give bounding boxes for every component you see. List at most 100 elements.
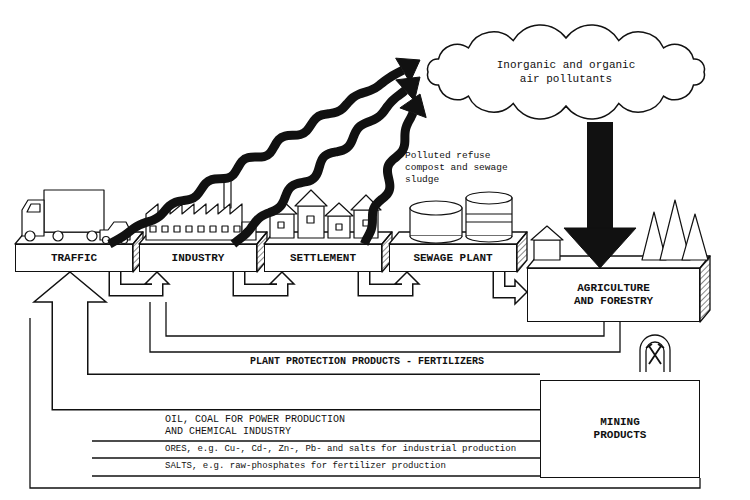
- roof: [531, 226, 563, 240]
- band-line: [92, 475, 540, 476]
- tank-top: [410, 201, 462, 215]
- node-label: AGRICULTURE AND FORESTRY: [569, 282, 659, 308]
- arrow-outline: [499, 272, 515, 292]
- cloud-shape: [428, 25, 705, 119]
- wheel: [25, 231, 35, 241]
- arrow-body: [499, 272, 517, 292]
- arrow-head: [396, 77, 420, 101]
- arrow-shaft: [587, 122, 613, 229]
- source-box: TRAFFIC: [15, 244, 133, 272]
- arrow-head: [145, 272, 169, 284]
- tank-base: [410, 236, 462, 243]
- node-label: MINING PRODUCTS: [585, 416, 655, 442]
- source-box: INDUSTRY: [139, 244, 257, 272]
- band-label: ORES, e.g. Cu-, Cd-, Zn-, Pb- and salts …: [165, 444, 545, 455]
- arrow-shaft: [109, 70, 402, 244]
- house: [328, 216, 350, 238]
- supply-arrow: [34, 272, 540, 392]
- arrow-head: [564, 228, 636, 268]
- pollutant-cloud: Inorganic and organic air pollutants: [420, 22, 712, 122]
- slab-side: [700, 256, 710, 322]
- supply-box: MINING PRODUCTS: [540, 380, 700, 478]
- window: [234, 226, 240, 232]
- input-note: Polluted refuse compost and sewage sludg…: [405, 150, 517, 186]
- arrow-head: [400, 94, 426, 118]
- frame-line: [30, 318, 700, 488]
- window: [186, 226, 192, 232]
- roof: [351, 195, 381, 210]
- band-line: [92, 457, 540, 458]
- source-box: SEWAGE PLANT: [389, 244, 517, 272]
- window: [336, 224, 342, 230]
- window: [222, 226, 228, 232]
- node-label: SETTLEMENT: [290, 252, 356, 265]
- wheel: [103, 237, 110, 244]
- tool-head: [646, 344, 664, 348]
- arrow-body: [239, 272, 282, 290]
- arrow-head: [395, 272, 419, 284]
- industry-drawing: [146, 176, 256, 240]
- settlement-drawing: [267, 190, 381, 238]
- window: [198, 226, 204, 232]
- band-label: PLANT PROTECTION PRODUCTS - FERTILIZERS: [250, 356, 510, 368]
- wheel: [121, 237, 128, 244]
- factory-hall: [146, 204, 242, 240]
- node-label: INDUSTRY: [172, 252, 225, 265]
- tunnel-arch: [640, 335, 670, 372]
- flow-arrow: [364, 272, 419, 290]
- truck-cab: [22, 200, 44, 236]
- node-label: SEWAGE PLANT: [413, 252, 492, 265]
- arrow-outline: [115, 272, 157, 290]
- tank-top: [466, 192, 512, 204]
- band-line: [92, 440, 540, 441]
- roof: [295, 190, 327, 206]
- band-label: SALTS, e.g. raw-phosphates for fertilize…: [165, 461, 545, 472]
- arrow-outline: [70, 302, 540, 392]
- arrow-shaft: [233, 90, 405, 244]
- flow-arrow: [115, 272, 169, 290]
- house: [354, 210, 378, 238]
- wheel: [87, 231, 97, 241]
- deposition-arrow: [564, 122, 636, 268]
- tunnel-arch: [646, 342, 664, 372]
- source-box: SETTLEMENT: [264, 244, 382, 272]
- roof: [267, 200, 297, 214]
- arrow-outline: [239, 272, 282, 290]
- receiver-box: AGRICULTURE AND FORESTRY: [527, 268, 700, 322]
- slabs: [15, 232, 710, 322]
- tank-stripe: [466, 214, 512, 222]
- hammer-pick: [649, 346, 661, 364]
- flow-arrow: [239, 272, 294, 290]
- window: [363, 220, 369, 226]
- emission-arrow: [233, 77, 420, 244]
- truck-window: [27, 204, 40, 212]
- window: [278, 222, 284, 228]
- wheel: [53, 231, 63, 241]
- node-label: Inorganic and organic air pollutants: [491, 58, 641, 86]
- arrow-head: [396, 58, 420, 82]
- window: [162, 226, 168, 232]
- arrow-body: [70, 300, 540, 392]
- window: [210, 226, 216, 232]
- window: [307, 216, 314, 223]
- arrow-head: [270, 272, 294, 284]
- tree: [682, 214, 708, 260]
- slab-side: [517, 232, 527, 272]
- supply-bands: [30, 302, 700, 488]
- roof: [325, 203, 353, 216]
- node-label: TRAFFIC: [51, 252, 97, 265]
- cloud-outline: [420, 22, 712, 122]
- house: [270, 214, 294, 238]
- arrow-body: [364, 272, 407, 290]
- traffic-drawing: [22, 190, 130, 244]
- emission-arrow: [109, 58, 420, 244]
- window: [174, 226, 180, 232]
- arrow-head: [515, 280, 527, 304]
- truck-trailer: [44, 190, 104, 232]
- mining-symbol: [640, 335, 670, 372]
- flow-arrow: [499, 272, 527, 304]
- chimney: [224, 176, 231, 208]
